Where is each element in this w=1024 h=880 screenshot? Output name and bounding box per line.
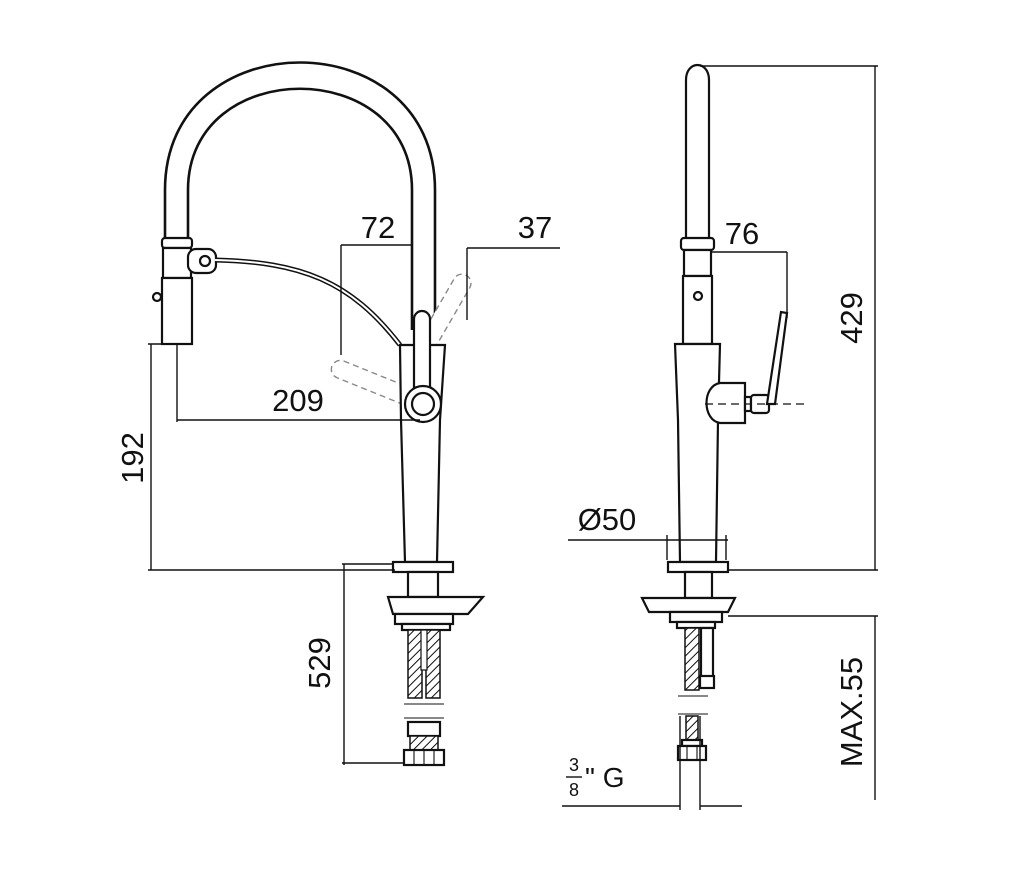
dim-tail-length: 529 bbox=[302, 637, 337, 689]
dim-max-deck-thickness: MAX.55 bbox=[834, 657, 869, 767]
dim-body-diameter: Ø50 bbox=[578, 502, 637, 537]
dim-handle-offset: 37 bbox=[518, 210, 552, 245]
cartridge-housing bbox=[705, 381, 747, 425]
side-view bbox=[640, 63, 805, 762]
spray-head bbox=[151, 236, 218, 346]
spout-arch bbox=[163, 61, 437, 330]
supply-hose-left bbox=[407, 629, 423, 699]
side-body bbox=[673, 342, 722, 564]
dim-spout-height: 192 bbox=[115, 432, 150, 484]
side-spout bbox=[684, 63, 711, 242]
dim-side-handle-offset: 76 bbox=[725, 216, 759, 251]
dim-total-height: 429 bbox=[834, 292, 869, 344]
spout-arch-inner bbox=[186, 87, 414, 330]
dim-connection-denominator: 8 bbox=[569, 780, 579, 800]
side-lever bbox=[765, 310, 789, 406]
supply-hose-right bbox=[425, 629, 441, 699]
dim-spout-top-offset: 72 bbox=[361, 210, 395, 245]
front-dimensions: 72 37 209 192 529 bbox=[115, 210, 560, 765]
dim-connection-suffix: " G bbox=[585, 762, 625, 793]
front-view bbox=[151, 61, 486, 767]
dim-spout-reach: 209 bbox=[272, 383, 324, 418]
side-dimensions: 76 429 Ø50 MAX.55 3 8 " G bbox=[562, 65, 878, 810]
dim-connection-numerator: 3 bbox=[569, 755, 579, 775]
